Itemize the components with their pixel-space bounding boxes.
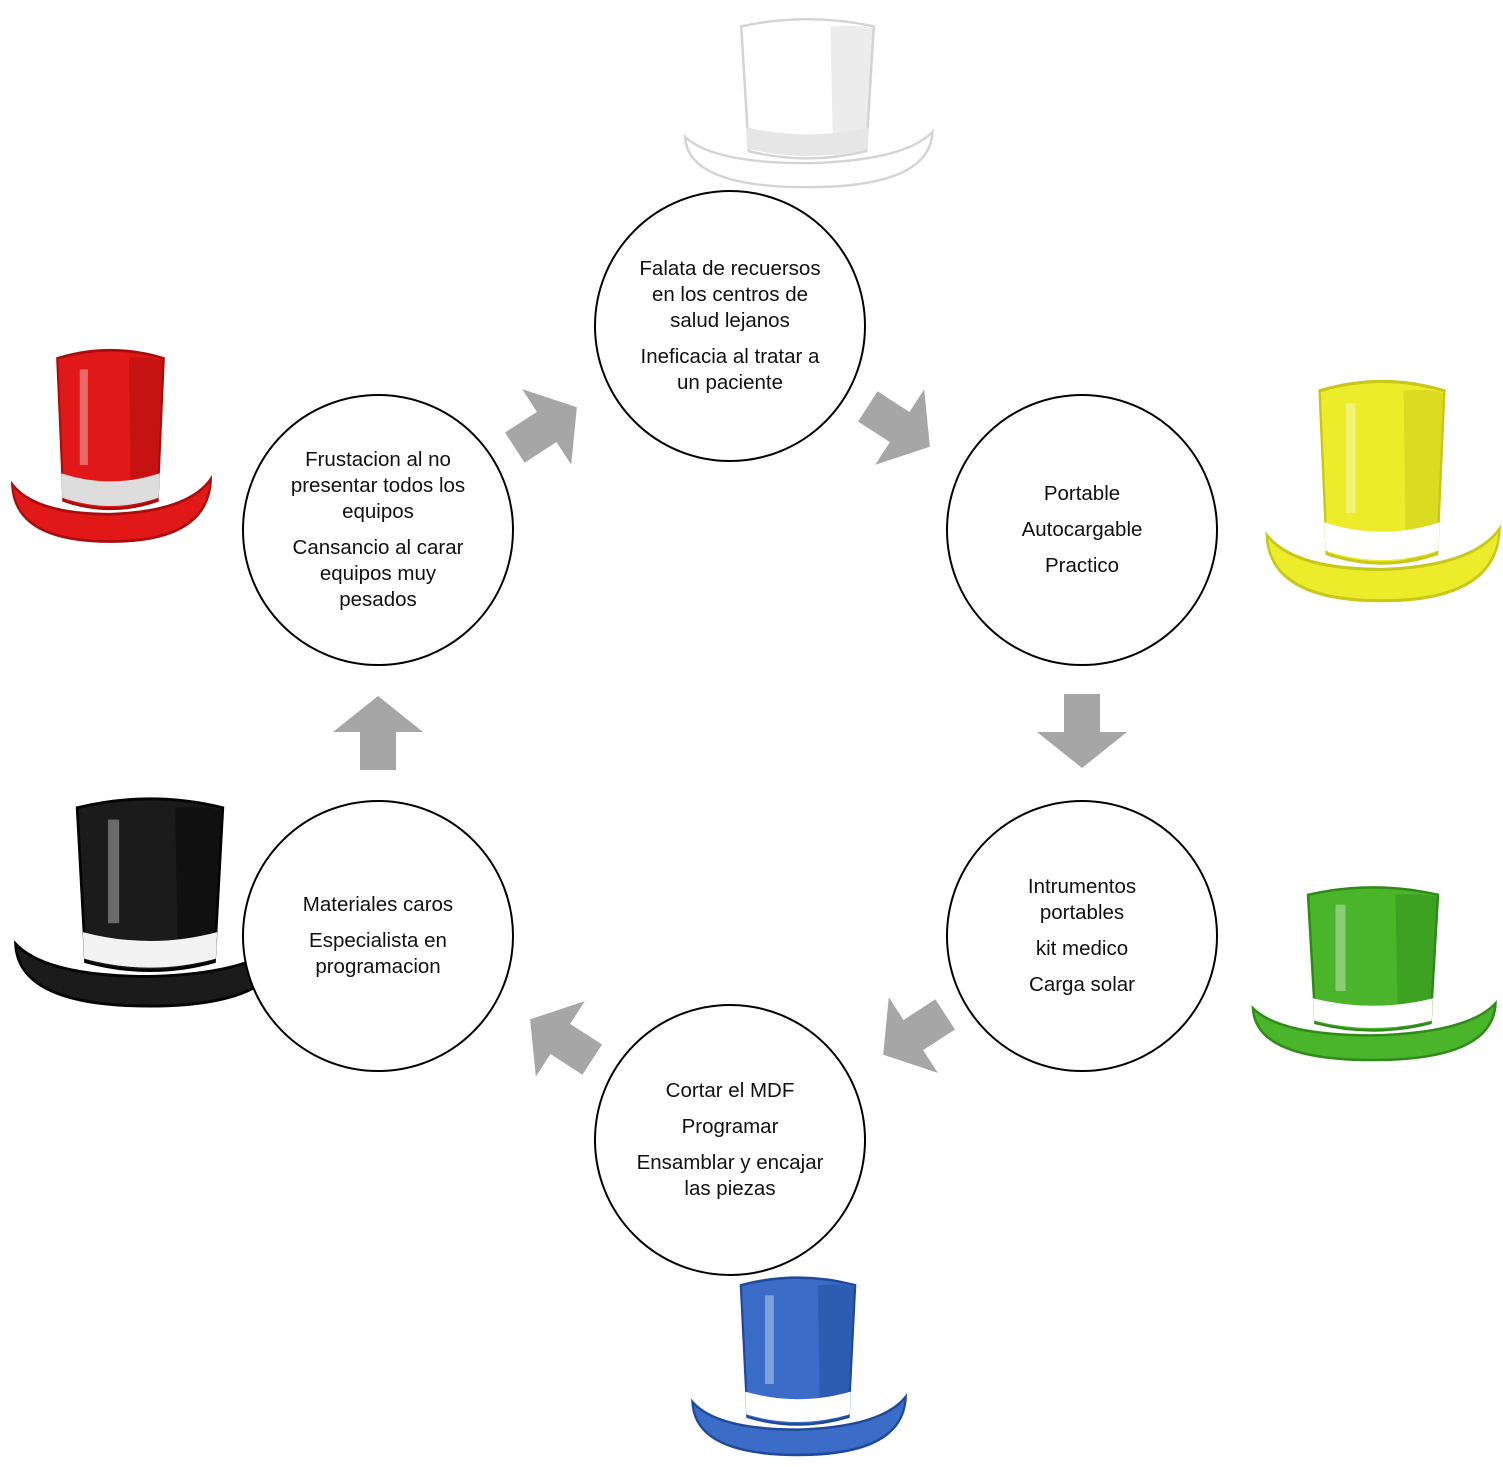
arrow-black-to-red: [333, 696, 423, 770]
white-hat-node: Falata de recuersos en los centros de sa…: [594, 190, 866, 462]
black-hat-node: Materiales caros Especialista en program…: [242, 800, 514, 1072]
red-hat-node: Frustacion al no presentar todos los equ…: [242, 394, 514, 666]
node-text: Frustacion al no presentar todos los equ…: [290, 448, 466, 523]
arrow-green-to-blue: [883, 997, 955, 1073]
node-text: kit medico: [1035, 937, 1129, 960]
black-hat-icon: [14, 797, 289, 1008]
node-text: Materiales caros: [302, 893, 454, 916]
node-text: Falata de recuersos en los centros de sa…: [639, 257, 821, 332]
green-hat-icon: [1251, 886, 1497, 1062]
red-hat-icon: [10, 348, 213, 543]
green-hat-node: Intrumentos portables kit medico Carga s…: [946, 800, 1218, 1072]
node-text: Portable: [1043, 482, 1121, 505]
node-text: Ineficacia al tratar a un paciente: [640, 345, 820, 394]
blue-hat-icon: [691, 1276, 908, 1457]
white-hat-icon: [683, 18, 934, 189]
arrow-red-to-white: [505, 389, 577, 465]
node-text: Carga solar: [1029, 973, 1135, 996]
yellow-hat-icon: [1265, 379, 1501, 603]
blue-hat-node: Cortar el MDF Programar Ensamblar y enca…: [594, 1004, 866, 1276]
yellow-hat-node: Portable Autocargable Practico: [946, 394, 1218, 666]
node-text: Cortar el MDF: [665, 1079, 795, 1102]
arrow-white-to-yellow: [858, 389, 930, 465]
node-text: Cansancio al carar equipos muy pesados: [292, 536, 464, 611]
node-text: Programar: [681, 1115, 779, 1138]
node-text: Especialista en programacion: [309, 929, 447, 978]
arrow-blue-to-black: [530, 1001, 602, 1077]
node-text: Ensamblar y encajar las piezas: [636, 1151, 824, 1200]
node-text: Practico: [1044, 554, 1120, 577]
node-text: Autocargable: [1021, 518, 1143, 541]
node-text: Intrumentos portables: [1027, 875, 1137, 924]
arrow-yellow-to-green: [1037, 694, 1127, 768]
